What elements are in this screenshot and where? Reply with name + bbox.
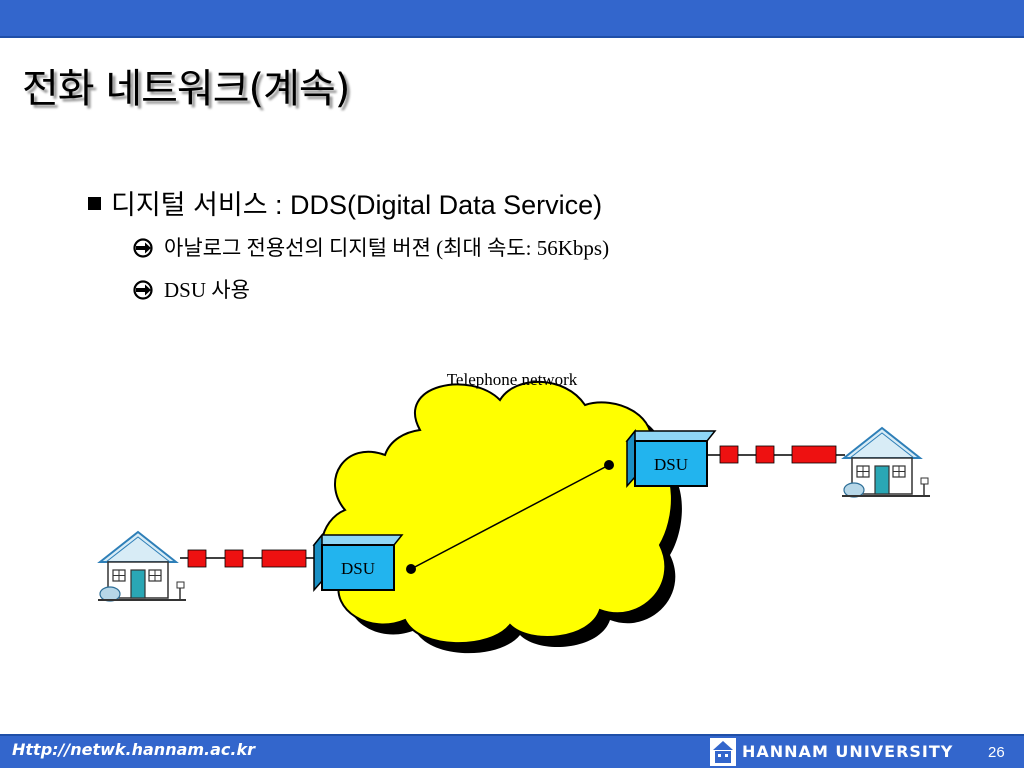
footer-url: Http://netwk.hannam.ac.kr	[12, 740, 256, 759]
signal-block	[755, 445, 775, 464]
dsu-right-label: DSU	[654, 455, 688, 474]
cloud-label: Telephone network	[447, 370, 578, 389]
dsu-left: DSU	[312, 532, 404, 592]
slide-title: 전화 네트워크(계속)	[22, 66, 350, 112]
footer-university-name: HANNAM UNIVERSITY	[742, 742, 954, 761]
circle-arrow-icon	[133, 238, 153, 258]
main-bullet-text: 디지털 서비스 : DDS(Digital Data Service)	[111, 190, 603, 220]
signal-block	[719, 445, 739, 464]
dsu-right: DSU	[625, 428, 717, 488]
footer-line	[0, 734, 1024, 736]
sub-bullet-1: 아날로그 전용선의 디지털 버젼 (최대 속도: 56Kbps)	[132, 232, 609, 262]
dsu-left-label: DSU	[341, 559, 375, 578]
footer-bar	[0, 734, 1024, 768]
page-number: 26	[988, 744, 1005, 761]
main-bullet: 디지털 서비스 : DDS(Digital Data Service)	[88, 183, 602, 222]
university-logo-icon	[710, 738, 736, 766]
signal-block	[224, 549, 244, 568]
square-bullet-icon	[88, 197, 101, 210]
link-endpoint-left	[406, 564, 416, 574]
digital-link-line	[410, 464, 610, 570]
top-header-bar	[0, 0, 1024, 36]
top-header-line	[0, 36, 1024, 38]
sub-bullet-2-text: DSU 사용	[164, 278, 250, 302]
house-right	[841, 427, 931, 498]
sub-bullet-2: DSU 사용	[132, 274, 250, 304]
link-endpoint-right	[604, 460, 614, 470]
signal-block	[261, 549, 307, 568]
signal-block	[791, 445, 837, 464]
house-left	[97, 531, 187, 602]
signal-block	[187, 549, 207, 568]
circle-arrow-icon	[133, 280, 153, 300]
telephone-network-cloud	[320, 380, 673, 645]
sub-bullet-1-text: 아날로그 전용선의 디지털 버젼 (최대 속도: 56Kbps)	[164, 236, 610, 260]
